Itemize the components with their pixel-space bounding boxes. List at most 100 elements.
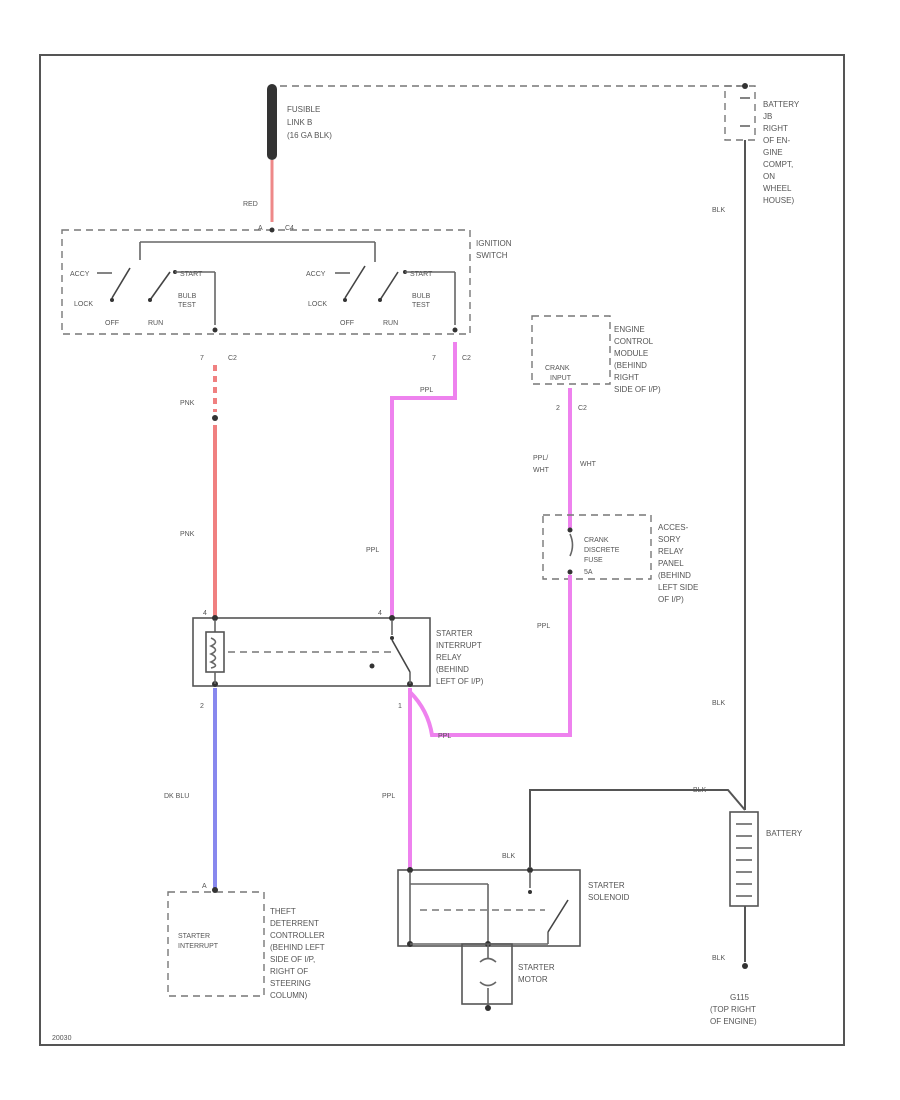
blk-label-battery-top: BLK xyxy=(693,787,707,794)
fusible-link-label-3: (16 GA BLK) xyxy=(287,131,332,140)
relay-pin-right: 4 xyxy=(378,610,382,617)
ign-lock-1: LOCK xyxy=(74,301,93,308)
theft-label-4: (BEHIND LEFT xyxy=(270,943,325,952)
ign-test-1: TEST xyxy=(178,302,197,309)
ign-start-1: START xyxy=(180,271,203,278)
relay-label-4: (BEHIND xyxy=(436,665,469,674)
ecm-label-3: MODULE xyxy=(614,349,648,358)
ppl-circuit-ecm: PPL/ WHT WHT xyxy=(533,388,597,528)
solenoid-label-1: STARTER xyxy=(588,881,625,890)
starter-solenoid: STARTER SOLENOID xyxy=(397,867,630,947)
bjb-label-1: BATTERY xyxy=(763,100,800,109)
ign-test-2: TEST xyxy=(412,302,431,309)
ppl-label-mid: PPL xyxy=(366,547,379,554)
ign-bulb-2: BULB xyxy=(412,293,431,300)
fuse-amps: 5A xyxy=(584,569,593,576)
ecm-input: INPUT xyxy=(550,375,572,382)
solenoid-label-2: SOLENOID xyxy=(588,893,630,902)
motor-label-1: STARTER xyxy=(518,963,555,972)
ecm-label-5: RIGHT xyxy=(614,373,639,382)
ign-lock-2: LOCK xyxy=(308,301,327,308)
relay-label-3: RELAY xyxy=(436,653,462,662)
ecm-pin: 2 xyxy=(556,405,560,412)
ppl-c2: C2 xyxy=(462,355,471,362)
ign-off-2: OFF xyxy=(340,320,354,327)
blk-label-upper: BLK xyxy=(712,207,726,214)
ign-run-2: RUN xyxy=(383,320,398,327)
ground-label-1: G115 xyxy=(730,993,750,1002)
blk-label-lower: BLK xyxy=(712,700,726,707)
ign-label-2: SWITCH xyxy=(476,251,508,260)
battery-junction: BATTERY JB RIGHT OF EN- GINE COMPT, ON W… xyxy=(724,83,800,205)
theft-label-1: THEFT xyxy=(270,907,296,916)
diagram-frame xyxy=(39,54,845,1046)
ignition-switch: A C4 IGNITION SWITCH ACCY START LOCK BUL… xyxy=(61,225,512,335)
ign-c4: C4 xyxy=(285,225,294,232)
theft-label-8: COLUMN) xyxy=(270,991,308,1000)
wht-label: WHT xyxy=(580,461,597,468)
bjb-label-3: RIGHT xyxy=(763,124,788,133)
acc-label-1: ACCES- xyxy=(658,523,689,532)
theft-label-2: DETERRENT xyxy=(270,919,319,928)
ecm-label-4: (BEHIND xyxy=(614,361,647,370)
pplwht-label-1: PPL/ xyxy=(533,455,548,462)
ground-label-3: OF ENGINE) xyxy=(710,1017,757,1026)
fusible-link-label-1: FUSIBLE xyxy=(287,105,320,114)
ecm-label-6: SIDE OF I/P) xyxy=(614,385,661,394)
theft-pin: A xyxy=(202,883,207,890)
pnk-circuit: 7 C2 PNK PNK xyxy=(180,327,237,618)
acc-label-4: PANEL xyxy=(658,559,684,568)
pplwht-label-2: WHT xyxy=(533,467,550,474)
engine-control-module: CRANK INPUT ENGINE CONTROL MODULE (BEHIN… xyxy=(531,315,661,412)
fuse-label-2: DISCRETE xyxy=(584,547,620,554)
fusible-link-label-2: LINK B xyxy=(287,118,312,127)
acc-label-5: (BEHIND xyxy=(658,571,691,580)
relay-label-2: INTERRUPT xyxy=(436,641,482,650)
fuse-label-1: CRANK xyxy=(584,537,609,544)
bjb-label-7: ON xyxy=(763,172,775,181)
ign-accy-1: ACCY xyxy=(70,271,90,278)
relay-pin-2: 2 xyxy=(200,703,204,710)
bjb-label-8: WHEEL xyxy=(763,184,792,193)
red-wire-label: RED xyxy=(243,201,258,208)
ign-run-1: RUN xyxy=(148,320,163,327)
relay-pin-4: 4 xyxy=(203,610,207,617)
acc-label-2: SORY xyxy=(658,535,681,544)
blk-label-ground: BLK xyxy=(712,955,726,962)
pnk-c2: C2 xyxy=(228,355,237,362)
relay-label-5: LEFT OF I/P) xyxy=(436,677,484,686)
fusible-link: FUSIBLE LINK B (16 GA BLK) RED xyxy=(243,84,332,222)
battery-label: BATTERY xyxy=(766,829,803,838)
ign-label-1: IGNITION xyxy=(476,239,512,248)
blk-label-solenoid: BLK xyxy=(502,853,516,860)
theft-label-7: STEERING xyxy=(270,979,311,988)
starter-motor: STARTER MOTOR xyxy=(461,943,555,1011)
ecm-crank: CRANK xyxy=(545,365,570,372)
relay-label-1: STARTER xyxy=(436,629,473,638)
dkblu-label: DK BLU xyxy=(164,793,189,800)
starter-interrupt-relay: 4 4 STARTER INTERRUPT RELAY (BEHIND LEFT… xyxy=(192,610,484,710)
ecm-label-1: ENGINE xyxy=(614,325,645,334)
ppl-label-solenoid: PPL xyxy=(382,793,395,800)
acc-label-3: RELAY xyxy=(658,547,684,556)
bjb-label-9: HOUSE) xyxy=(763,196,794,205)
ecm-label-2: CONTROL xyxy=(614,337,654,346)
ppl-label-fuse: PPL xyxy=(537,623,550,630)
theft-label-6: RIGHT OF xyxy=(270,967,308,976)
theft-label-3: CONTROLLER xyxy=(270,931,325,940)
theft-si-1: STARTER xyxy=(178,933,210,940)
ign-bulb-1: BULB xyxy=(178,293,197,300)
crank-discrete-fuse: CRANK DISCRETE FUSE 5A ACCES- SORY RELAY… xyxy=(542,514,698,604)
bjb-label-4: OF EN- xyxy=(763,136,790,145)
ign-pin-a: A xyxy=(258,225,263,232)
battery: BATTERY BLK G115 (TOP RIGHT OF ENGINE) xyxy=(710,811,803,1026)
theft-deterrent-controller: A STARTER INTERRUPT THEFT DETERRENT CONT… xyxy=(167,883,325,1000)
acc-label-6: LEFT SIDE xyxy=(658,583,698,592)
acc-label-7: OF I/P) xyxy=(658,595,684,604)
ppl-circuit-ignition: 7 C2 PPL PPL xyxy=(366,327,471,618)
pnk-label-lower: PNK xyxy=(180,531,195,538)
ppl-pin-7: 7 xyxy=(432,355,436,362)
pnk-pin-7: 7 xyxy=(200,355,204,362)
pnk-label-upper: PNK xyxy=(180,400,195,407)
